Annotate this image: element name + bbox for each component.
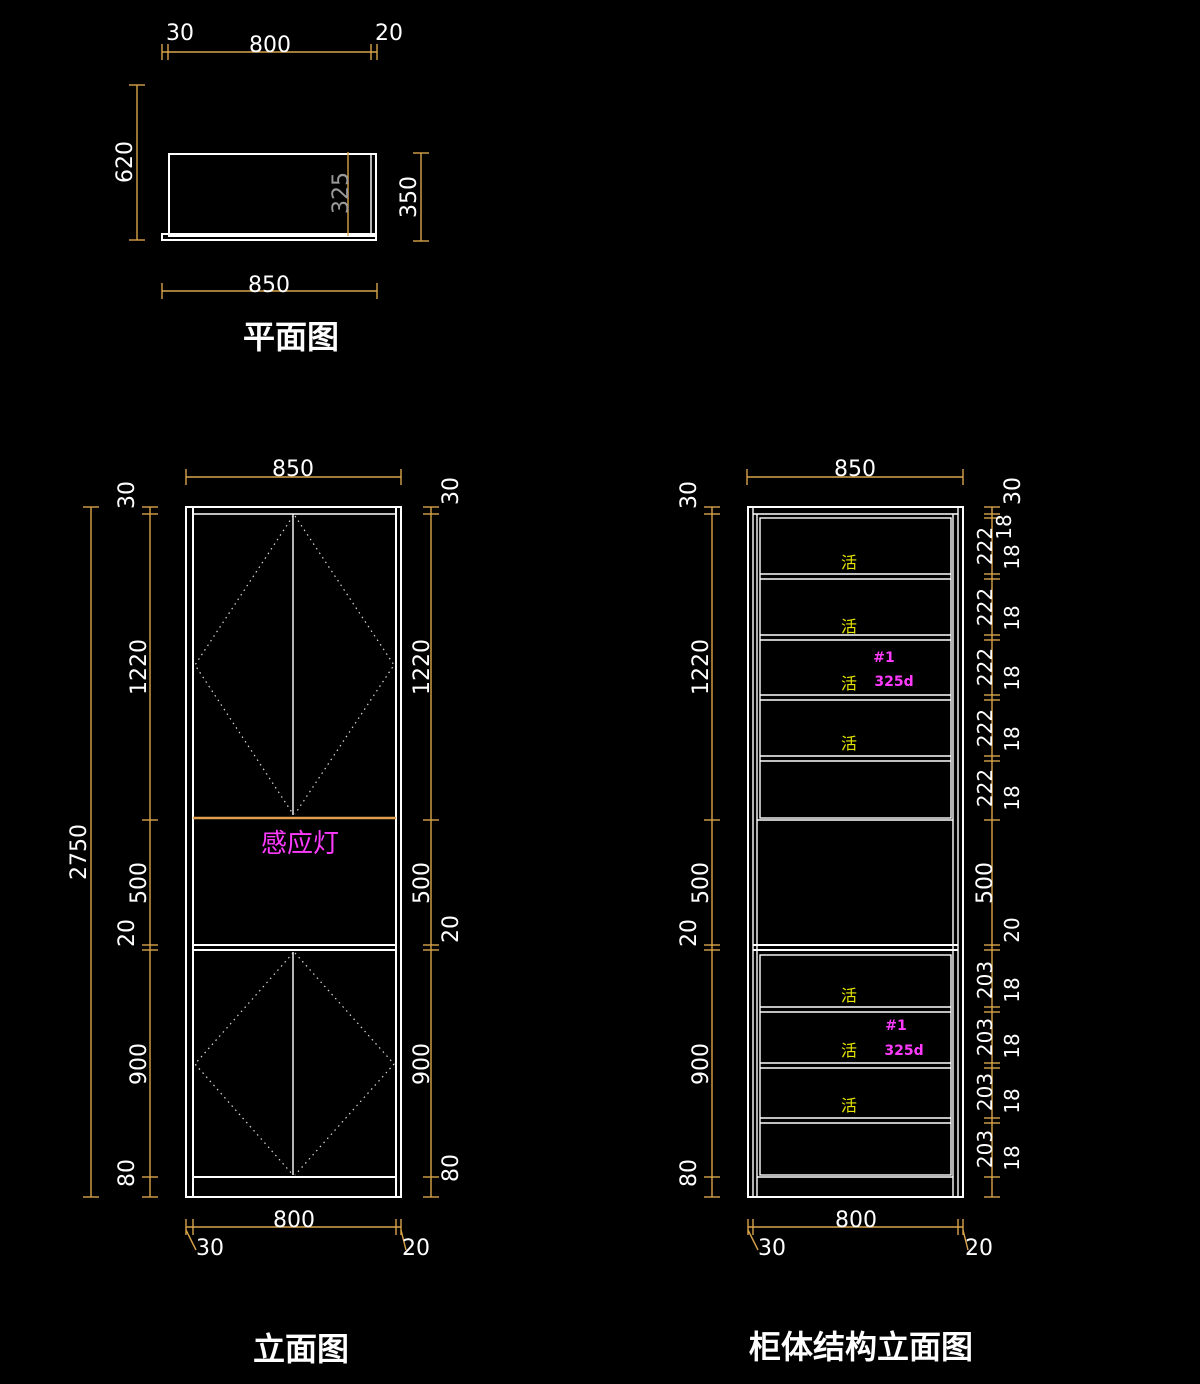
plan-cabinet-body [168,153,377,237]
structure-view: 850 30 1220 500 20 900 80 活 [677,457,1026,1366]
elev-right-dim-900: 900 [410,1043,435,1085]
plan-dim-800: 800 [249,33,291,58]
elev-dim-bottom-20: 20 [402,1236,430,1261]
elev-dim-850: 850 [272,457,314,482]
struct-right-dim: 222 [973,527,997,565]
elev-lower-right-door-swing [294,952,395,1176]
elev-lower-left-door-swing [194,952,294,1176]
struct-cabinet-outline [747,506,964,1198]
elev-cabinet-outline [185,506,402,1198]
struct-shelf-label: 活 [841,617,857,636]
struct-right-dim: 18 [1000,1145,1024,1170]
elev-right-dim-30: 30 [439,477,464,505]
elev-left-dim-1220: 1220 [127,639,152,695]
elev-left-dim-30: 30 [115,481,140,509]
struct-right-dim: 18 [1000,544,1024,569]
struct-right-dim: 18 [1000,1033,1024,1058]
plan-title: 平面图 [243,318,339,356]
elev-left-dim-500: 500 [127,862,152,904]
elev-upper-right-door-swing [294,515,395,815]
struct-dim-bottom-20: 20 [965,1236,993,1261]
struct-right-dim: 222 [973,769,997,807]
elev-dim-800: 800 [273,1208,315,1233]
struct-dim-800: 800 [835,1208,877,1233]
struct-shelf-label: 活 [841,553,857,572]
elev-left-dim-80: 80 [115,1159,140,1187]
plan-door-panel [161,233,377,241]
struct-right-dim: 203 [973,1073,997,1111]
plan-dim-30: 30 [166,21,194,46]
struct-dim-bottom-30: 30 [758,1236,786,1261]
struct-shelf-label: 活 [841,1041,857,1060]
elevation-view: 850 2750 30 1220 500 20 900 80 30 1220 5… [67,457,464,1368]
elev-dim-bottom-30: 30 [196,1236,224,1261]
elev-right-dim-1220: 1220 [410,639,435,695]
struct-shelf-label: 活 [841,1096,857,1115]
struct-shelf-label: 活 [841,986,857,1005]
struct-left-dim-20: 20 [677,919,702,947]
plan-dim-350: 350 [397,176,422,218]
struct-right-dim: 203 [973,961,997,999]
struct-right-dim: 203 [973,1130,997,1168]
struct-right-dim: 18 [1000,785,1024,810]
struct-right-dim: 18 [1000,665,1024,690]
struct-shelf-tag: #1 [873,650,894,666]
struct-right-dim: 18 [1000,605,1024,630]
struct-left-dim-900: 900 [689,1043,714,1085]
plan-dim-20: 20 [375,21,403,46]
plan-view: 30 800 20 620 325 350 850 平面图 [113,21,429,356]
struct-shelf-code: 325d [884,1043,923,1059]
struct-right-dim-500: 500 [973,862,998,904]
elev-right-dim-500: 500 [410,862,435,904]
struct-upper-box [759,517,952,819]
elevation-title: 立面图 [253,1330,349,1368]
elev-dim-2750: 2750 [67,824,92,880]
elev-right-dim-80: 80 [439,1154,464,1182]
struct-shelf-code: 325d [874,674,913,690]
struct-right-dim: 222 [973,648,997,686]
struct-left-dim-80: 80 [677,1159,702,1187]
struct-shelf-tag: #1 [885,1018,906,1034]
struct-left-dim-500: 500 [689,862,714,904]
struct-right-dim-20: 20 [1000,917,1024,942]
structure-title: 柜体结构立面图 [749,1328,973,1366]
struct-right-dim: 18 [992,514,1016,539]
elev-light-label: 感应灯 [261,829,339,859]
plan-dim-325: 325 [329,172,354,214]
struct-right-dim: 18 [1000,726,1024,751]
plan-dim-850: 850 [248,273,290,298]
struct-right-dim: 222 [973,709,997,747]
plan-dim-620: 620 [113,141,138,183]
struct-right-dim: 18 [1000,1088,1024,1113]
elev-left-dim-20: 20 [115,919,140,947]
struct-right-dim: 222 [973,588,997,626]
elev-upper-left-door-swing [194,515,294,815]
struct-right-dim-30: 30 [1001,477,1026,505]
struct-shelf-label: 活 [841,674,857,693]
struct-right-dim: 203 [973,1018,997,1056]
struct-left-dim-1220: 1220 [689,639,714,695]
struct-shelf-label: 活 [841,734,857,753]
struct-right-dim: 18 [1000,977,1024,1002]
struct-left-dim-30: 30 [677,481,702,509]
struct-dim-850: 850 [834,457,876,482]
struct-lower-box [759,954,952,1176]
elev-left-dim-900: 900 [127,1043,152,1085]
elev-right-dim-20: 20 [439,915,464,943]
